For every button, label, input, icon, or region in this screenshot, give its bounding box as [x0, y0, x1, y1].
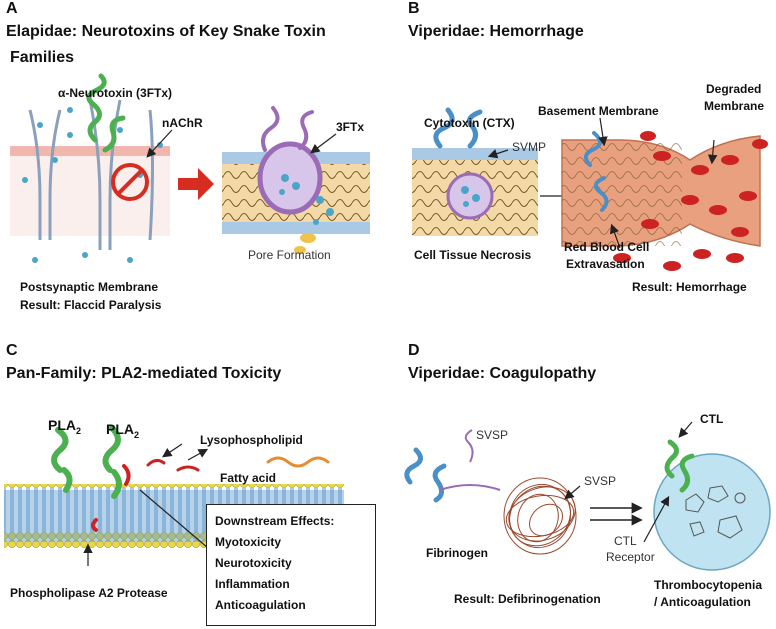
postsynaptic-membrane-band [10, 146, 170, 156]
label-3ftx: 3FTx [336, 120, 365, 134]
label-thrombocytopenia-line1: Thrombocytopenia [654, 578, 763, 592]
label-nachr: nAChR [162, 116, 203, 130]
panel-d-title: Viperidae: Coagulopathy [408, 365, 597, 382]
label-phospholipase-a2-protease: Phospholipase A2 Protease [10, 586, 168, 600]
label-result-defibrinogenation: Result: Defibrinogenation [454, 592, 601, 606]
panel-c-letter: C [6, 342, 18, 359]
panel-b-letter: B [408, 0, 420, 17]
label-cytotoxin-ctx: Cytotoxin (CTX) [424, 116, 515, 130]
panel-a-title-line1: Elapidae: Neurotoxins of Key Snake Toxin [6, 23, 326, 40]
label-fatty-acid: Fatty acid [220, 471, 277, 485]
effect-item: Anticoagulation [215, 598, 306, 612]
fibrinogen-icon [404, 447, 447, 503]
acetylcholine-dots-icon [22, 107, 163, 263]
label-pla2-first: PLA2 [48, 417, 82, 436]
label-svmp: SVMP [512, 140, 547, 154]
label-ctl: CTL [700, 412, 724, 426]
ctl-toxin-icon [664, 439, 695, 493]
panel-d-letter: D [408, 342, 420, 359]
label-lysophospholipid: Lysophospholipid [200, 433, 303, 447]
red-blood-cells-icon [613, 131, 768, 271]
label-svsp-first: SVSP [476, 428, 509, 442]
panel-a-letter: A [6, 0, 18, 17]
panel-d-artwork [404, 421, 771, 571]
effect-item: Neurotoxicity [215, 556, 292, 570]
label-rbc-line1: Red Blood Cell [564, 240, 650, 254]
downstream-effects-box: Downstream Effects: Myotoxicity Neurotox… [206, 504, 376, 626]
pore-ring-icon [257, 141, 323, 215]
blocked-sign-icon [111, 163, 149, 201]
red-transition-arrow-icon [178, 168, 214, 200]
label-cell-tissue-necrosis: Cell Tissue Necrosis [414, 248, 532, 262]
label-pla2-second: PLA2 [106, 421, 140, 440]
label-pore-formation: Pore Formation [248, 248, 331, 262]
label-postsynaptic-membrane: Postsynaptic Membrane [20, 280, 159, 294]
fibrin-mesh-icon [503, 477, 577, 555]
label-degraded-line1: Degraded [706, 82, 762, 96]
nachr-receptor-icon [28, 99, 154, 250]
label-result-flaccid-paralysis: Result: Flaccid Paralysis [20, 298, 162, 312]
panel-b-artwork [412, 107, 768, 271]
label-svsp-second: SVSP [584, 474, 617, 488]
effect-item: Myotoxicity [215, 535, 282, 549]
label-ctl-receptor-line2: Receptor [606, 550, 655, 564]
effects-title: Downstream Effects: [215, 514, 335, 528]
label-degraded-line2: Membrane [704, 99, 765, 113]
pla2-enzyme-icon [51, 427, 73, 493]
neurotoxin-3ftx-icon [86, 73, 126, 153]
panel-a-title-line2: Families [10, 49, 75, 66]
label-basement-membrane: Basement Membrane [538, 104, 659, 118]
label-result-hemorrhage: Result: Hemorrhage [632, 280, 747, 294]
panel-a-artwork [10, 73, 370, 263]
label-ctl-receptor-line1: CTL [614, 534, 637, 548]
panel-c-title: Pan-Family: PLA2-mediated Toxicity [6, 365, 282, 382]
label-rbc-line2: Extravasation [566, 257, 645, 271]
fatty-acid-icon [266, 456, 330, 468]
panel-b-title: Viperidae: Hemorrhage [408, 23, 584, 40]
label-thrombocytopenia-line2: / Anticoagulation [654, 595, 751, 609]
label-fibrinogen: Fibrinogen [426, 546, 488, 560]
effect-item: Inflammation [215, 577, 290, 591]
label-alpha-neurotoxin: α-Neurotoxin (3FTx) [58, 86, 173, 100]
platelet-cell-icon [653, 453, 771, 571]
